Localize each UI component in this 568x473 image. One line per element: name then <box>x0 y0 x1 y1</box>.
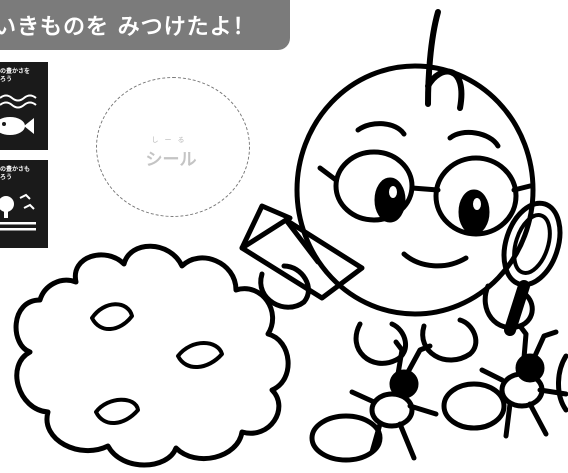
sdg-tile-caption: の豊かさも ろう <box>0 166 31 181</box>
sticker-placeholder[interactable] <box>96 77 250 217</box>
sticker-label: シール <box>145 150 197 170</box>
bush-icon <box>13 243 291 468</box>
ant-icon-1 <box>309 339 439 463</box>
fish-icon <box>0 94 37 135</box>
page-title: いきものを みつけたよ！ <box>0 15 256 40</box>
book-icon <box>239 217 365 301</box>
ant-icon-2 <box>441 323 568 439</box>
character-head <box>294 63 536 317</box>
sdg-tile-life-on-land: の豊かさも ろう <box>0 160 48 248</box>
sdg-tile-caption: の豊かさを ろう <box>0 68 31 83</box>
page-title-bar: いきものを みつけたよ！ <box>0 0 290 50</box>
tree-icon <box>0 193 36 231</box>
sticker-ruby: しーる <box>151 136 191 144</box>
sdg-tile-life-below-water: の豊かさを ろう <box>0 62 48 150</box>
